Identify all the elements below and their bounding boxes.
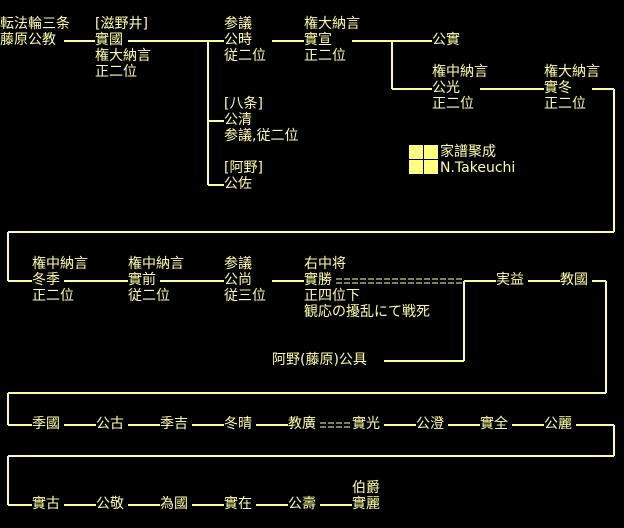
person-kinnao-name: 公尚 bbox=[224, 272, 252, 288]
person-sanekuni-line4: 正二位 bbox=[95, 64, 137, 80]
person-fuyusue-line3: 正二位 bbox=[32, 288, 74, 304]
person-kintoki-line1: 参議 bbox=[224, 16, 252, 32]
person-kinsuke-line1: [阿野] bbox=[224, 160, 263, 176]
person-sanemae-line3: 従二位 bbox=[128, 288, 170, 304]
person-kintoki-line3: 従二位 bbox=[224, 48, 266, 64]
person-kinmitsu-name: 公光 bbox=[432, 80, 460, 96]
person-kinkiyo-name: 公清 bbox=[224, 112, 252, 128]
person-kinfuru-name: 公古 bbox=[96, 416, 124, 432]
person-kinsue-line1: 転法輪三条 bbox=[0, 16, 70, 32]
person-sanefuru-name: 實古 bbox=[32, 496, 60, 512]
logo-square bbox=[424, 145, 438, 159]
person-kinsumi-name: 公澄 bbox=[416, 416, 444, 432]
person-sanekuni-name: 實國 bbox=[95, 32, 123, 48]
person-kinhisa-name: 公壽 bbox=[288, 496, 316, 512]
person-norihiro-name: 教廣 bbox=[288, 416, 316, 432]
person-kinmitsu-line3: 正二位 bbox=[432, 96, 474, 112]
person-kinsue-name: 藤原公教 bbox=[0, 32, 56, 48]
person-sueyoshi-name: 季吉 bbox=[160, 416, 188, 432]
person-tamekuni-name: 為國 bbox=[160, 496, 188, 512]
person-sanekatsu-name: 實勝 bbox=[304, 272, 332, 288]
person-sanekuni-line1: [滋野井] bbox=[95, 16, 148, 32]
person-sanekatsu-line4: 観応の擾乱にて戦死 bbox=[304, 304, 430, 320]
person-norikuni-name: 教國 bbox=[560, 272, 588, 288]
logo-square bbox=[409, 160, 423, 174]
person-sanefuyu-line1: 権大納言 bbox=[544, 64, 600, 80]
person-sanemae-line1: 権中納言 bbox=[128, 256, 184, 272]
person-fuyusue-line1: 権中納言 bbox=[32, 256, 88, 272]
person-kintoki-name: 公時 bbox=[224, 32, 252, 48]
credit-author: N.Takeuchi bbox=[440, 160, 516, 176]
person-kinmitsu-line1: 権中納言 bbox=[432, 64, 488, 80]
person-kinzane-name: 公實 bbox=[432, 32, 460, 48]
person-saneeki-name: 実益 bbox=[496, 272, 524, 288]
person-sanenaru-line1: 伯爵 bbox=[352, 480, 380, 496]
person-sanenobu-line3: 正二位 bbox=[304, 48, 346, 64]
person-kintomo-name: 阿野(藤原)公具 bbox=[272, 352, 367, 368]
person-sanefuyu-line3: 正二位 bbox=[544, 96, 586, 112]
person-kintaka-name: 公敬 bbox=[96, 496, 124, 512]
person-sanemitsu-name: 實光 bbox=[352, 416, 380, 432]
person-sanekatsu-line1: 右中将 bbox=[304, 256, 346, 272]
person-suekuni-name: 季國 bbox=[32, 416, 60, 432]
person-sanekatsu-line3: 正四位下 bbox=[304, 288, 360, 304]
logo-square bbox=[409, 145, 423, 159]
person-sanenobu-name: 實宣 bbox=[304, 32, 332, 48]
person-kinsuke-name: 公佐 bbox=[224, 176, 252, 192]
person-kinkiyo-line3: 参議,従二位 bbox=[224, 128, 299, 144]
person-sanezen-name: 實全 bbox=[480, 416, 508, 432]
person-sanenaru-name: 實麗 bbox=[352, 496, 380, 512]
person-kinrei-name: 公麗 bbox=[544, 416, 572, 432]
person-kinkiyo-line1: [八条] bbox=[224, 96, 263, 112]
person-fuyuharu-name: 冬晴 bbox=[224, 416, 252, 432]
person-fuyusue-name: 冬季 bbox=[32, 272, 60, 288]
person-saneari-name: 實在 bbox=[224, 496, 252, 512]
logo-square bbox=[424, 160, 438, 174]
person-kinnao-line3: 従三位 bbox=[224, 288, 266, 304]
credit-title: 家譜聚成 bbox=[440, 144, 496, 160]
person-sanekuni-line3: 権大納言 bbox=[95, 48, 151, 64]
person-sanefuyu-name: 實冬 bbox=[544, 80, 572, 96]
person-sanemae-name: 實前 bbox=[128, 272, 156, 288]
person-sanenobu-line1: 権大納言 bbox=[304, 16, 360, 32]
person-kinnao-line1: 参議 bbox=[224, 256, 252, 272]
